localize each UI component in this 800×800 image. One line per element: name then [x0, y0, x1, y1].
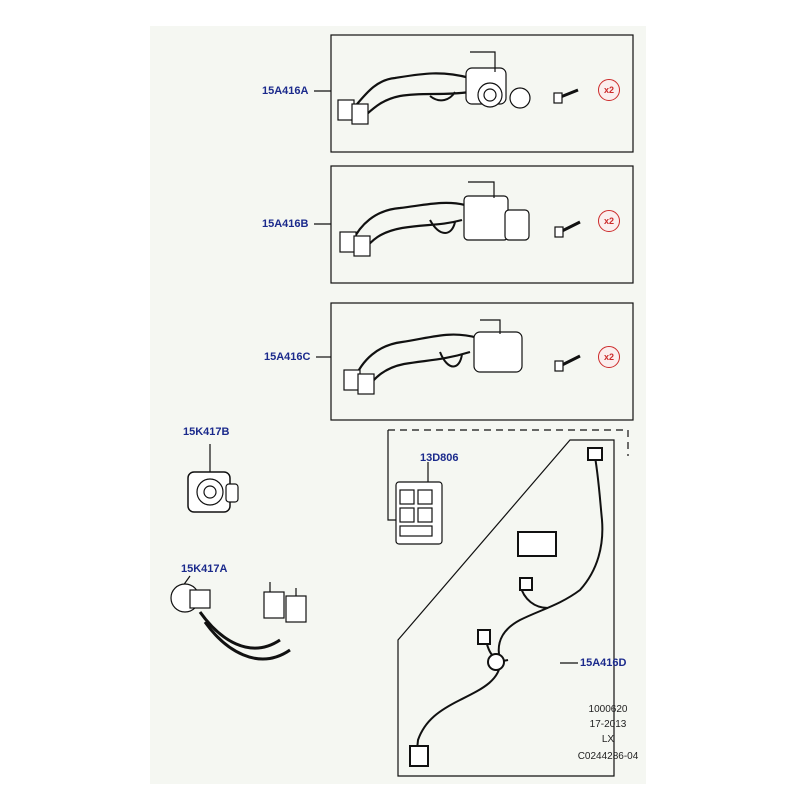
harness-15a416d: [409, 447, 604, 767]
footer-ref-1: 1000620: [588, 704, 628, 715]
panel-15a416c: [330, 302, 634, 421]
panel-15a416a: [330, 34, 634, 153]
callout-15k417b: 15K417B: [183, 426, 230, 438]
callout-13d806: 13D806: [420, 452, 459, 464]
callout-15a416c: 15A416C: [264, 351, 311, 363]
switch-13d806: [395, 481, 443, 545]
harness-15a416a: [337, 51, 531, 125]
panel-15a416d: [397, 439, 615, 777]
screw-b: [554, 220, 581, 238]
adapter-15k417a: [170, 582, 307, 661]
quantity-badge-c: x2: [598, 346, 620, 368]
quantity-badge-b: x2: [598, 210, 620, 232]
screw-c: [554, 354, 581, 372]
quantity-badge-a: x2: [598, 79, 620, 101]
footer-ref-3: LX: [601, 734, 615, 745]
socket-15k417b: [187, 471, 239, 513]
footer-ref-2: 17-2013: [589, 719, 627, 730]
dashed-leader-13d806: [388, 429, 629, 456]
bracket-13d806: [387, 430, 398, 521]
screw-a: [553, 88, 579, 104]
callout-15a416d: 15A416D: [580, 657, 627, 669]
harness-15a416c: [343, 319, 523, 395]
harness-15a416b: [339, 181, 530, 257]
footer-ref-4: C0244286-04: [577, 751, 639, 762]
callout-15a416a: 15A416A: [262, 85, 309, 97]
callout-15a416b: 15A416B: [262, 218, 309, 230]
callout-15k417a: 15K417A: [181, 563, 228, 575]
